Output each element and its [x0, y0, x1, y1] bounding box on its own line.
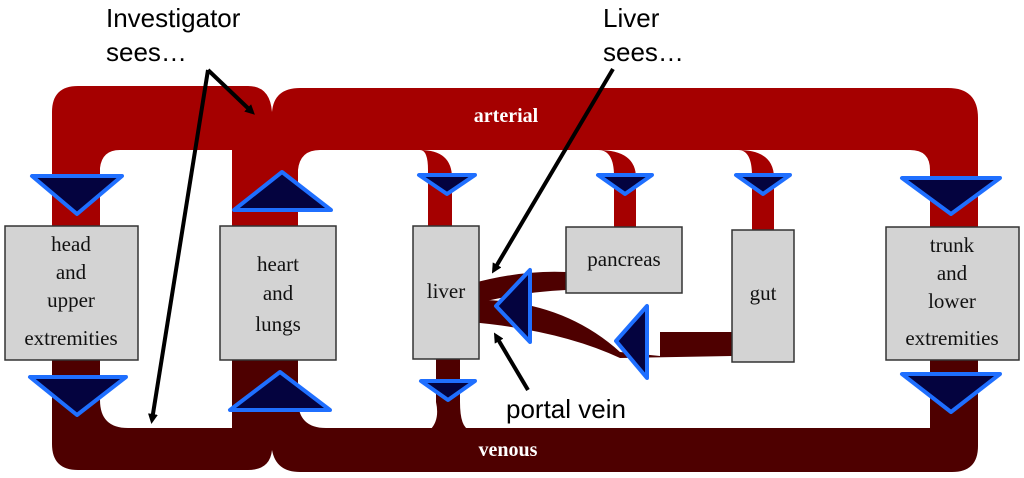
valve-heart-bottom-icon: [228, 370, 332, 412]
venous-left-loop: [52, 360, 272, 470]
organ-trunk: trunk and lower extremities: [885, 226, 1020, 361]
investigator-arrow-heart-icon: [206, 68, 255, 115]
arterial-label: arterial: [474, 105, 539, 127]
portal-vein-gut: [470, 299, 732, 358]
organ-heart-line-1: heart: [257, 252, 299, 276]
venous-main-bar: [272, 360, 978, 472]
liver-sees-line-2: sees…: [603, 37, 684, 67]
arterial-left-loop: [52, 86, 272, 470]
valve-portal-gut-icon: [614, 304, 649, 380]
valve-heart-top-icon: [232, 170, 333, 212]
organ-heart: heart and lungs: [219, 225, 337, 361]
arterial-branch-liver: [420, 150, 452, 232]
venous-label: venous: [479, 439, 538, 461]
organ-trunk-line-1: trunk: [930, 233, 975, 257]
valve-trunk-top-icon: [900, 176, 1002, 216]
annotations: Investigator sees… Liver sees… portal ve…: [106, 3, 684, 424]
liver-sees-line-1: Liver: [603, 3, 660, 33]
organ-head-line-3: upper: [47, 288, 95, 312]
organ-gut-line-1: gut: [750, 281, 777, 305]
valve-pancreas-icon: [596, 173, 654, 196]
valve-portal-pancreas-icon: [494, 268, 532, 344]
organ-pancreas-line-1: pancreas: [587, 247, 660, 271]
valve-head-bottom-icon: [28, 375, 128, 417]
portal-vein-label: portal vein: [506, 394, 626, 424]
organ-heart-line-2: and: [263, 281, 294, 305]
organ-head-line-4: extremities: [24, 326, 117, 350]
organ-liver: liver: [412, 225, 480, 360]
valve-trunk-bottom-icon: [900, 372, 1002, 414]
organ-liver-line-1: liver: [427, 279, 465, 303]
organ-trunk-line-3: lower: [928, 289, 976, 313]
valve-liver-top-icon: [417, 173, 477, 196]
organs: head and upper extremities heart and lun…: [4, 225, 1020, 363]
liver-sees-arrow-icon: [491, 67, 615, 274]
valve-head-top-icon: [30, 174, 124, 216]
organ-head-line-1: head: [51, 232, 91, 256]
investigator-sees-line-2: sees…: [106, 37, 187, 67]
investigator-arrow-venous-icon: [148, 69, 210, 424]
valve-liver-bottom-icon: [419, 379, 477, 402]
organ-gut: gut: [731, 229, 795, 363]
organ-heart-line-3: lungs: [255, 312, 301, 336]
organ-head-line-2: and: [56, 260, 87, 284]
organ-trunk-line-2: and: [937, 261, 968, 285]
organ-trunk-line-4: extremities: [905, 326, 998, 350]
valves: [28, 170, 1002, 417]
valve-gut-icon: [734, 173, 792, 196]
arterial-main-bar: [232, 88, 978, 230]
portal-vein-arrow-icon: [493, 332, 530, 392]
investigator-sees-line-1: Investigator: [106, 3, 241, 33]
organ-pancreas: pancreas: [565, 226, 683, 294]
organ-head: head and upper extremities: [4, 225, 139, 361]
